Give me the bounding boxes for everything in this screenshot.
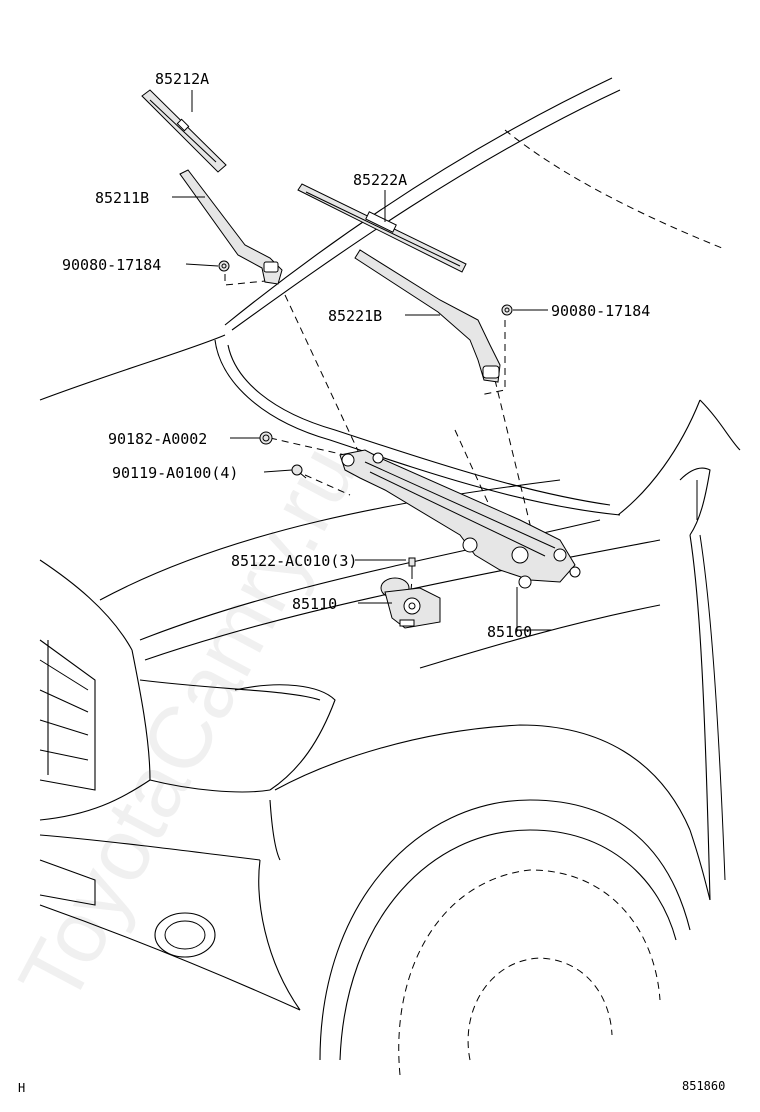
callout-nut-lh[interactable]: 90080-17184 bbox=[551, 302, 650, 320]
callout-bolt-link[interactable]: 90119-A0100(4) bbox=[112, 464, 238, 482]
callout-link[interactable]: 85160 bbox=[487, 623, 532, 641]
vehicle-outline bbox=[39, 77, 741, 1076]
callout-nut-rh[interactable]: 90080-17184 bbox=[62, 256, 161, 274]
callout-arm-lh[interactable]: 85221B bbox=[328, 307, 382, 325]
part-wiper-motor[interactable] bbox=[380, 577, 441, 629]
part-link-assembly[interactable] bbox=[339, 449, 581, 589]
part-blade-lh[interactable] bbox=[297, 183, 467, 273]
illustration-number: 851860 bbox=[682, 1079, 725, 1093]
callout-motor[interactable]: 85110 bbox=[292, 595, 337, 613]
part-arm-lh[interactable] bbox=[354, 249, 501, 383]
callout-labels: 85212A 85211B 90080-17184 85222A 85221B … bbox=[62, 70, 650, 641]
part-pivot-cap[interactable] bbox=[259, 431, 273, 445]
callout-blade-lh[interactable]: 85222A bbox=[353, 171, 407, 189]
part-bolt-motor[interactable] bbox=[408, 557, 416, 574]
watermark-text: ToyotaCamry.ru bbox=[0, 430, 375, 1019]
corner-mark-left: H bbox=[18, 1081, 25, 1095]
leader-lines bbox=[172, 90, 552, 631]
callout-pivot-cap[interactable]: 90182-A0002 bbox=[108, 430, 207, 448]
part-arm-rh[interactable] bbox=[179, 169, 283, 285]
part-nut-rh[interactable] bbox=[218, 260, 230, 272]
part-blade-rh[interactable] bbox=[141, 89, 227, 173]
callout-bolt-motor[interactable]: 85122-AC010(3) bbox=[231, 552, 357, 570]
watermark: ToyotaCamry.ru bbox=[0, 430, 375, 1019]
callout-blade-rh[interactable]: 85212A bbox=[155, 70, 209, 88]
callout-arm-rh[interactable]: 85211B bbox=[95, 189, 149, 207]
part-nut-lh[interactable] bbox=[501, 304, 513, 316]
